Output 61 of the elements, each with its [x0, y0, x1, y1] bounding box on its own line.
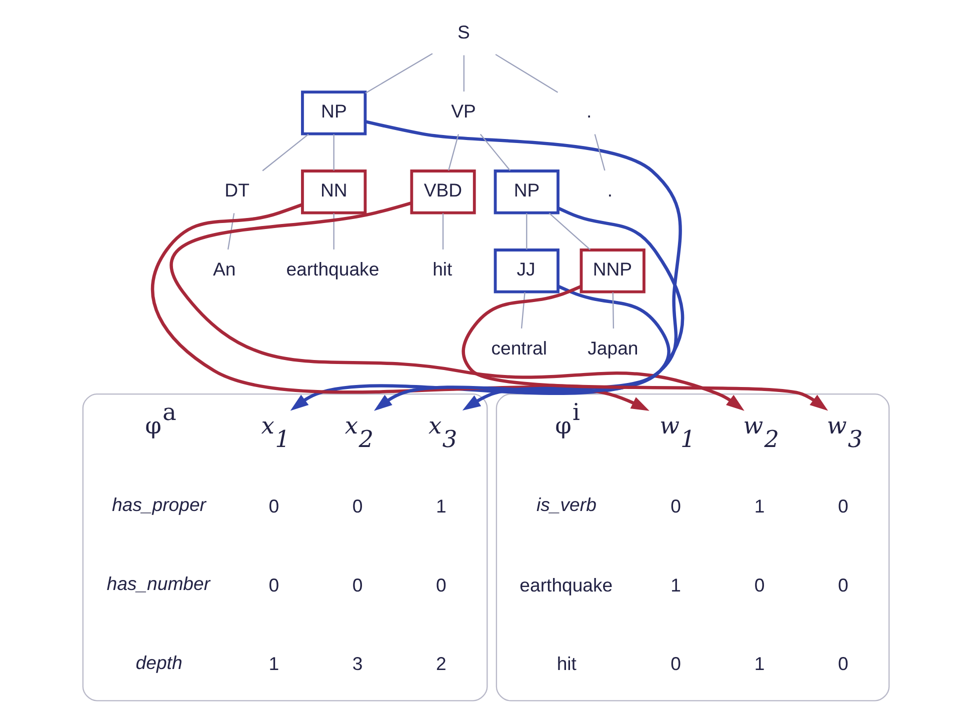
node-text: Japan — [588, 337, 638, 358]
label: 0 — [838, 574, 848, 596]
arrow — [462, 285, 828, 411]
arrow — [462, 206, 684, 410]
arrow — [151, 203, 650, 411]
node-box: VBD — [410, 170, 476, 214]
label: 0 — [352, 495, 363, 516]
connector — [594, 134, 606, 171]
label: has_proper — [112, 494, 206, 516]
connector — [612, 292, 614, 328]
connector — [495, 54, 558, 93]
label: 1 — [754, 495, 765, 516]
connector — [463, 55, 464, 92]
connector — [333, 134, 334, 170]
label: 0 — [838, 495, 848, 516]
label: 0 — [268, 574, 280, 596]
node-text: VP — [451, 100, 476, 122]
connector — [526, 213, 528, 250]
node-box: NP — [301, 90, 367, 136]
connector — [365, 53, 433, 94]
label: earthquake — [520, 574, 613, 596]
connector — [442, 213, 444, 250]
node-text: DT — [224, 179, 250, 200]
label: 0 — [838, 653, 848, 674]
label: has_number — [106, 573, 210, 594]
label: 0 — [670, 495, 682, 516]
label: hit — [556, 653, 576, 674]
label: 1 — [436, 495, 446, 516]
node-text: An — [213, 258, 236, 280]
node-box: JJ — [494, 248, 560, 294]
node-text: central — [491, 337, 547, 358]
arrow — [374, 284, 670, 411]
connector — [480, 134, 511, 171]
label: 3 — [352, 653, 363, 674]
connector — [548, 212, 591, 250]
label: depth — [136, 652, 182, 674]
label: is_verb — [536, 494, 596, 516]
node-text: . — [586, 100, 592, 122]
connector — [333, 213, 334, 250]
connector — [227, 213, 235, 250]
label: 0 — [436, 574, 446, 596]
node-text: earthquake — [286, 258, 380, 280]
label: 2 — [436, 653, 446, 674]
node-box: NNP — [580, 248, 646, 294]
node-text: . — [607, 179, 613, 200]
connector — [448, 134, 459, 171]
node-text: hit — [432, 258, 452, 280]
label: 0 — [268, 495, 280, 516]
label: 1 — [670, 574, 682, 596]
connector — [262, 134, 309, 172]
connector — [520, 292, 526, 328]
label: 0 — [754, 574, 765, 596]
label: 1 — [268, 653, 280, 674]
node-text: S — [458, 21, 470, 42]
label: 0 — [670, 653, 682, 674]
node-box: NP — [494, 170, 560, 214]
arrow — [170, 201, 744, 411]
label: 1 — [754, 653, 765, 674]
node-box: NN — [301, 170, 367, 214]
label: 0 — [352, 574, 363, 596]
arrow — [290, 120, 682, 411]
